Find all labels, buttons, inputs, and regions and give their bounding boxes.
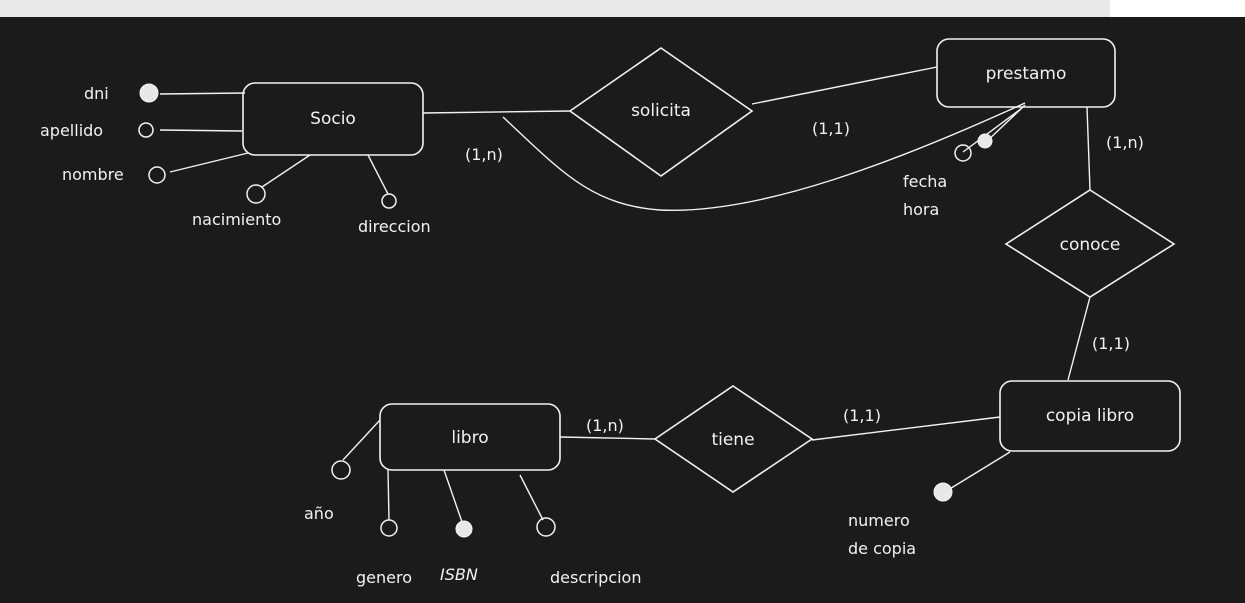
line-conoce-copia <box>1067 296 1091 381</box>
attribute-isbn: ISBN <box>440 565 478 584</box>
attribute-direccion: direccion <box>358 217 431 236</box>
entity-prestamo-label: prestamo <box>986 64 1067 84</box>
key-attribute-icon <box>139 83 159 103</box>
attribute-nacimiento: nacimiento <box>192 210 281 229</box>
attribute-circle-icon <box>138 122 154 138</box>
attribute-markers <box>138 83 993 538</box>
attribute-hora: hora <box>903 200 939 219</box>
connection-lines <box>159 66 1091 523</box>
line-solicita-prestamo <box>751 66 938 105</box>
line-direccion <box>367 154 389 195</box>
cardinality-solicita-prestamo: (1,1) <box>812 119 850 138</box>
attribute-genero: genero <box>356 568 412 587</box>
line-numero-copia <box>947 451 1011 491</box>
relationship-solicita-label: solicita <box>631 101 691 121</box>
attribute-circle-icon <box>148 166 166 184</box>
diagram-canvas <box>0 17 1245 603</box>
entity-copia-libro[interactable]: copia libro <box>999 380 1181 452</box>
entity-socio-label: Socio <box>310 109 356 129</box>
attribute-circle-icon <box>536 517 556 537</box>
attribute-apellido: apellido <box>40 121 103 140</box>
key-attribute-icon <box>933 482 953 502</box>
attribute-de-copia: de copia <box>848 539 916 558</box>
cardinality-socio-solicita: (1,n) <box>465 145 503 164</box>
line-tiene-copia <box>811 416 1001 441</box>
line-anio <box>342 419 381 461</box>
top-toolbar-strip <box>0 0 1110 17</box>
entity-libro-label: libro <box>451 428 488 448</box>
entity-libro[interactable]: libro <box>379 403 561 471</box>
line-isbn <box>443 469 463 523</box>
cardinality-tiene-copia: (1,1) <box>843 406 881 425</box>
attribute-numero: numero <box>848 511 910 530</box>
cardinality-conoce-copia: (1,1) <box>1092 334 1130 353</box>
attribute-dni: dni <box>84 84 109 103</box>
line-socio-solicita <box>422 110 571 114</box>
cardinality-prestamo-conoce: (1,n) <box>1106 133 1144 152</box>
line-socio-prestamo-curve <box>502 102 1026 212</box>
relationship-tiene-label: tiene <box>711 430 754 450</box>
cardinality-libro-tiene: (1,n) <box>586 416 624 435</box>
attribute-circle-icon <box>380 519 398 537</box>
key-attribute-icon <box>977 133 993 149</box>
relationship-conoce[interactable]: conoce <box>1004 189 1176 298</box>
attribute-circle-icon <box>381 193 397 209</box>
top-right-blank <box>1110 0 1245 17</box>
attribute-circle-icon <box>331 460 351 480</box>
line-nombre <box>169 152 249 173</box>
relationship-conoce-label: conoce <box>1060 235 1121 255</box>
attribute-fecha: fecha <box>903 172 947 191</box>
attribute-circle-icon <box>954 144 972 162</box>
relationship-solicita[interactable]: solicita <box>568 47 754 177</box>
line-genero <box>387 469 390 521</box>
line-descripcion <box>519 474 544 521</box>
entity-socio[interactable]: Socio <box>242 82 424 156</box>
entity-copia-libro-label: copia libro <box>1046 406 1134 426</box>
line-nacimiento <box>261 154 311 188</box>
attribute-nombre: nombre <box>62 165 124 184</box>
relationship-tiene[interactable]: tiene <box>653 385 814 493</box>
entity-prestamo[interactable]: prestamo <box>936 38 1116 108</box>
line-dni <box>159 92 246 95</box>
line-fecha <box>962 107 1023 153</box>
line-apellido <box>159 129 243 132</box>
attribute-descripcion: descripcion <box>550 568 641 587</box>
key-attribute-icon <box>455 520 473 538</box>
attribute-anio: año <box>304 504 334 523</box>
attribute-circle-icon <box>246 184 266 204</box>
line-hora <box>984 104 1026 144</box>
line-libro-tiene <box>559 436 656 440</box>
line-prestamo-conoce <box>1086 106 1091 191</box>
